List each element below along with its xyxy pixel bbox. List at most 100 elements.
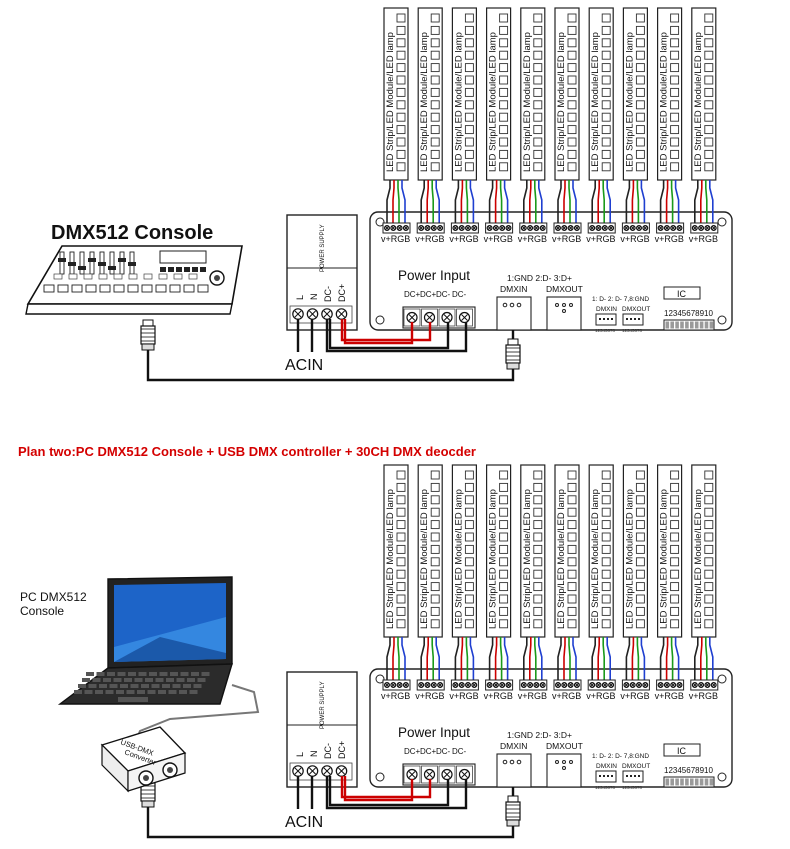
screw-terminal-icon xyxy=(520,682,527,689)
screw-terminal-icon xyxy=(335,765,348,777)
led-chip xyxy=(670,137,680,147)
led-chip xyxy=(396,38,406,48)
laptop-key xyxy=(86,672,94,676)
led-chip xyxy=(396,569,406,579)
fader-slot xyxy=(89,251,95,275)
led-chip xyxy=(635,149,645,159)
led-chip xyxy=(670,38,680,48)
led-wire xyxy=(537,180,543,223)
terminal-block xyxy=(587,679,616,691)
small-dmxin-label: DMXIN xyxy=(596,763,617,770)
power-terminal-label: DC+ xyxy=(420,747,437,756)
led-chip xyxy=(430,38,440,48)
led-chip xyxy=(499,100,509,110)
dip-switch-toggle xyxy=(685,778,689,786)
laptop-key xyxy=(172,684,181,688)
led-chip xyxy=(464,13,474,23)
led-chip xyxy=(601,25,611,35)
led-wire xyxy=(704,637,708,680)
led-chip xyxy=(464,544,474,554)
screw-terminal-icon xyxy=(321,765,333,777)
pin-hole-icon xyxy=(516,759,522,765)
led-wire xyxy=(420,637,426,680)
laptop-key xyxy=(149,672,157,676)
led-wire xyxy=(386,637,391,680)
console-plug-icon xyxy=(140,319,156,351)
led-chip xyxy=(601,13,611,23)
terminal-label: v+RGB xyxy=(518,234,547,244)
led-chip xyxy=(601,606,611,616)
laptop-key xyxy=(159,672,168,676)
terminal-block xyxy=(587,222,616,234)
screw-terminal-icon xyxy=(465,682,472,689)
led-strip-label: LED Strip/LED Module/LED lamp xyxy=(385,32,396,172)
led-chip xyxy=(533,112,543,122)
led-chip xyxy=(635,532,645,542)
led-chip xyxy=(567,619,577,629)
led-wire xyxy=(704,180,708,223)
led-chip xyxy=(396,532,406,542)
led-chip xyxy=(670,75,680,85)
led-wire xyxy=(392,637,395,680)
led-chip xyxy=(499,38,509,48)
laptop-key xyxy=(137,690,145,694)
rj45-pin xyxy=(599,775,601,777)
dip-switch-toggle xyxy=(675,778,679,786)
console-key xyxy=(173,273,183,280)
led-chip xyxy=(533,557,543,567)
led-chip xyxy=(396,63,406,73)
led-chip xyxy=(601,50,611,60)
laptop-key xyxy=(134,678,143,682)
led-chip xyxy=(430,25,440,35)
dip-switch-toggle xyxy=(704,778,709,786)
laptop-key xyxy=(82,678,90,682)
led-chip xyxy=(635,507,645,517)
small-pin-label: 1: D- 2: D- 7,8:GND xyxy=(592,296,649,303)
led-chip xyxy=(499,470,509,480)
laptop-key xyxy=(124,678,132,682)
terminal-label: v+RGB xyxy=(449,234,478,244)
led-chip xyxy=(464,532,474,542)
screw-terminal-icon xyxy=(533,682,540,689)
led-chip xyxy=(567,470,577,480)
led-chip xyxy=(601,507,611,517)
led-chip xyxy=(567,75,577,85)
small-dmxin-label: DMXIN xyxy=(596,306,617,313)
led-chip xyxy=(499,619,509,629)
led-wire xyxy=(392,180,395,223)
rj45-port-number: 12345678 xyxy=(595,785,616,790)
screw-terminal-icon xyxy=(595,225,602,232)
mounting-hole-icon xyxy=(717,217,727,227)
led-chip xyxy=(499,75,509,85)
black-wire xyxy=(325,319,468,353)
pc-console-label-line2: Console xyxy=(20,604,64,618)
laptop-key xyxy=(116,690,124,694)
led-chip xyxy=(635,25,645,35)
led-chip xyxy=(601,470,611,480)
pin-hole-icon xyxy=(562,309,566,313)
laptop-key xyxy=(168,690,177,694)
screw-terminal-icon xyxy=(458,311,471,324)
ic-box xyxy=(663,286,701,300)
led-strip-label: LED Strip/LED Module/LED lamp xyxy=(522,489,533,629)
screw-terminal-icon xyxy=(663,682,670,689)
led-chip xyxy=(635,544,645,554)
led-wire xyxy=(454,637,460,680)
led-chip xyxy=(533,50,543,60)
led-chip xyxy=(635,619,645,629)
led-wire xyxy=(568,637,571,680)
led-wire xyxy=(488,637,494,680)
psu-label: POWER SUPPLY xyxy=(320,224,326,272)
screw-terminal-icon xyxy=(499,682,506,689)
led-chip xyxy=(670,162,680,172)
acin-label: ACIN xyxy=(285,814,323,831)
console-button xyxy=(168,267,174,272)
led-chip xyxy=(635,582,645,592)
pin-hole-icon xyxy=(502,302,508,308)
led-chip xyxy=(430,162,440,172)
